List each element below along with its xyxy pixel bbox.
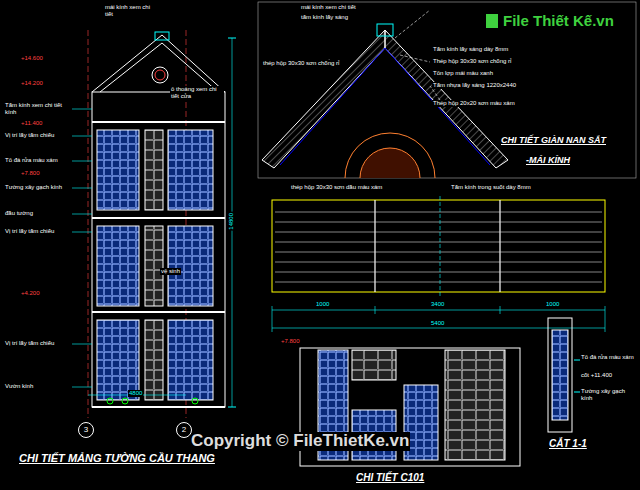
note-label: Tấm nhựa lấy sáng 1220x2440 <box>432 82 517 89</box>
note-label: mái kính xem chi tiết <box>300 4 357 11</box>
level-mark: +14.600 <box>20 55 44 62</box>
note-label: Vị trí lấy tấm chiếu <box>4 132 55 139</box>
note-label: Vườn kính <box>4 383 34 390</box>
logo-icon <box>486 14 498 28</box>
note-label: Tô đá rửa màu xám <box>4 157 59 164</box>
note-label: đầu tường <box>4 210 34 217</box>
note-label: ô thoáng xem chi tiết cửa <box>170 86 224 99</box>
dimension: 4800 <box>128 390 143 397</box>
axis-bubble: 2 <box>176 422 192 438</box>
note-label: Tường xây gạch kính <box>4 184 63 191</box>
dimension: 1000 <box>545 301 560 308</box>
stair-wall-elevation <box>72 30 236 418</box>
note-label: Tôn lợp mái màu xanh <box>432 70 494 77</box>
watermark: Copyright © FileThietKe.vn <box>190 432 410 451</box>
section-1-1 <box>548 318 580 432</box>
dimension: 1000 <box>315 301 330 308</box>
level-mark: +4.200 <box>20 290 41 297</box>
drawing-title: CẮT 1-1 <box>548 438 588 449</box>
level-mark: +14.200 <box>20 80 44 87</box>
iron-grille-plan <box>272 196 605 332</box>
note-label: Tấm kính lấy sáng dày 8mm <box>432 46 509 53</box>
note-label: mái kính xem chi tiết <box>104 4 154 17</box>
note-label: Vị trí lấy tấm chiếu <box>4 228 55 235</box>
level-mark: +7.800 <box>280 338 301 345</box>
dimension: 3400 <box>430 301 445 308</box>
note-label: thép hộp 30x30 sơn chống rỉ <box>262 60 340 67</box>
watermark-logo: File Thiết Kế.vn <box>502 13 615 30</box>
drawing-title: CHI TIẾT C101 <box>355 472 425 483</box>
level-mark: +11.400 <box>20 120 43 127</box>
dimension: 5400 <box>430 320 445 327</box>
note-label: Thép hộp 30x30 sơn chống rỉ <box>432 58 512 65</box>
roof-truss-detail <box>258 2 636 178</box>
note-label: Tấm kính xem chi tiết kính <box>4 102 68 115</box>
note-label: Vị trí lấy tấm chiếu <box>4 340 55 347</box>
drawing-title: -MÁI KÍNH <box>525 156 571 166</box>
note-label: Tô đá rửa màu xám <box>580 354 638 361</box>
note-label: Tấm kính trong suốt dày 8mm <box>450 184 532 191</box>
room-label: vệ sinh <box>160 268 181 275</box>
axis-bubble: 3 <box>78 422 94 438</box>
note-label: thép hộp 30x30 sơn dầu màu xám <box>290 184 383 191</box>
level-mark: +7.800 <box>20 170 41 177</box>
dimension: 14800 <box>228 212 235 231</box>
axis-number: 2 <box>182 426 186 434</box>
note-label: Thép hộp 20x20 sơn màu xám <box>432 100 516 107</box>
drawing-title: CHI TIẾT MẢNG TƯỜNG CẦU THANG <box>18 452 216 464</box>
drawing-title: CHI TIẾT GIÀN NAN SẮT <box>500 136 607 146</box>
note-label: cốt +11.400 <box>580 372 638 379</box>
axis-number: 3 <box>84 426 88 434</box>
note-label: Tường xây gạch kính <box>580 388 638 401</box>
note-label: tấm kính lấy sáng <box>300 14 349 21</box>
